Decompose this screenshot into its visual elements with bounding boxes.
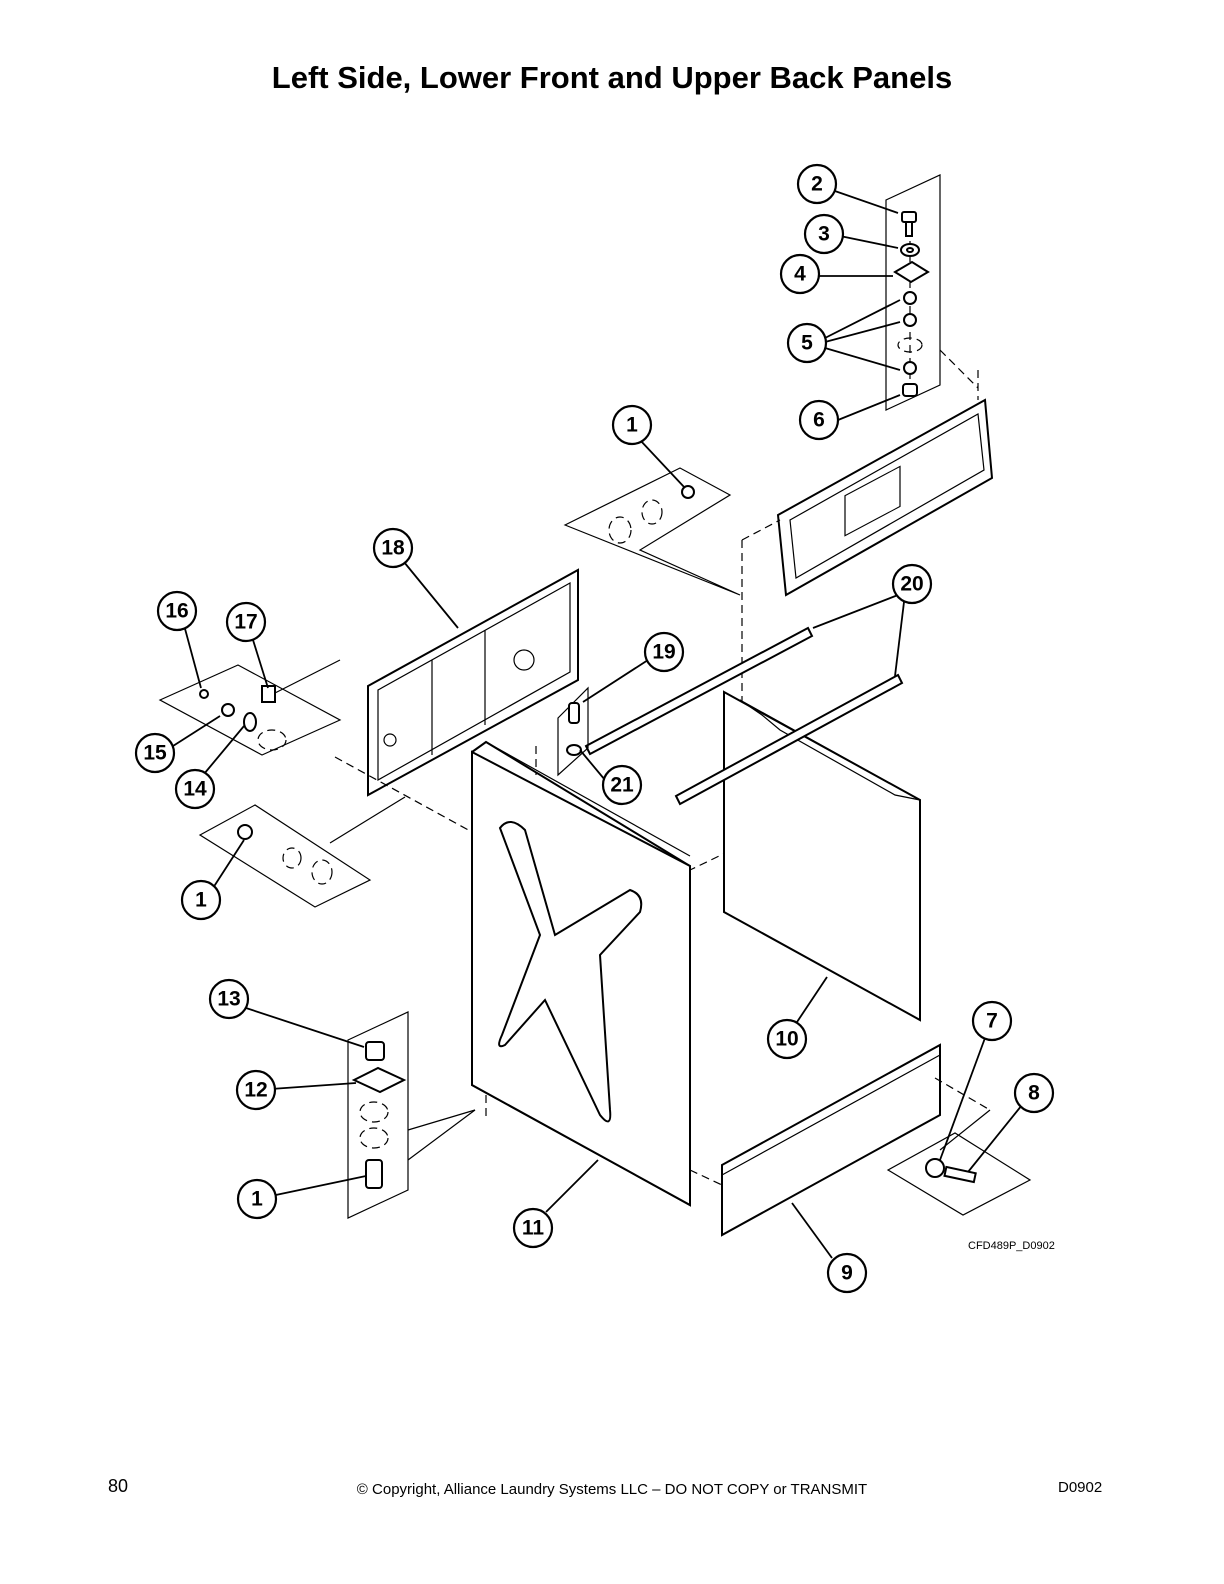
callout-8: 8 bbox=[1013, 1072, 1055, 1114]
callout-9: 9 bbox=[826, 1252, 868, 1294]
lower-front-panel bbox=[689, 1043, 941, 1237]
drawing-code: CFD489P_D0902 bbox=[968, 1240, 1055, 1252]
svg-text:18: 18 bbox=[381, 537, 405, 560]
callout-19: 19 bbox=[643, 631, 685, 673]
svg-text:20: 20 bbox=[900, 573, 923, 596]
callout-10: 10 bbox=[766, 1018, 808, 1060]
svg-text:16: 16 bbox=[165, 600, 188, 623]
callout-3: 3 bbox=[803, 213, 845, 255]
callout-13: 13 bbox=[208, 978, 250, 1020]
callout-1-top: 1 bbox=[611, 404, 653, 446]
callout-4: 4 bbox=[779, 253, 821, 295]
callout-21: 21 bbox=[601, 764, 643, 806]
hardware-inset-leveling bbox=[347, 1011, 487, 1219]
svg-text:1: 1 bbox=[626, 414, 638, 437]
leader-lines bbox=[172, 189, 1023, 1259]
callout-17: 17 bbox=[225, 601, 267, 643]
callout-6: 6 bbox=[798, 399, 840, 441]
hardware-inset-mid-left bbox=[198, 796, 406, 908]
svg-text:21: 21 bbox=[610, 774, 634, 797]
rear-panel bbox=[723, 690, 921, 1022]
svg-text:6: 6 bbox=[813, 409, 825, 432]
left-side-panel bbox=[471, 740, 691, 1207]
callout-5: 5 bbox=[786, 322, 828, 364]
svg-text:1: 1 bbox=[251, 1188, 263, 1211]
svg-text:1: 1 bbox=[195, 889, 207, 912]
svg-text:19: 19 bbox=[652, 641, 675, 664]
callout-1-mid: 1 bbox=[180, 879, 222, 921]
svg-text:11: 11 bbox=[522, 1217, 545, 1240]
callout-12: 12 bbox=[235, 1069, 277, 1111]
copyright-notice: © Copyright, Alliance Laundry Systems LL… bbox=[356, 1481, 868, 1498]
callout-14: 14 bbox=[174, 768, 216, 810]
svg-text:17: 17 bbox=[234, 611, 257, 634]
svg-text:9: 9 bbox=[841, 1262, 853, 1285]
callout-18: 18 bbox=[372, 527, 414, 569]
callout-2: 2 bbox=[796, 163, 838, 205]
callout-16: 16 bbox=[156, 590, 198, 632]
hardware-inset-upper-back bbox=[885, 174, 979, 411]
page-title: Left Side, Lower Front and Upper Back Pa… bbox=[271, 60, 953, 95]
hardware-inset-front bbox=[886, 1077, 1032, 1216]
callout-20: 20 bbox=[891, 563, 933, 605]
svg-text:8: 8 bbox=[1028, 1082, 1040, 1105]
svg-text:10: 10 bbox=[775, 1028, 798, 1051]
bracket-panel bbox=[334, 568, 579, 833]
svg-text:13: 13 bbox=[217, 988, 240, 1011]
svg-text:3: 3 bbox=[818, 223, 830, 246]
svg-text:7: 7 bbox=[986, 1010, 998, 1033]
svg-text:4: 4 bbox=[794, 263, 806, 286]
svg-text:2: 2 bbox=[811, 173, 823, 196]
callout-15: 15 bbox=[134, 732, 176, 774]
svg-text:12: 12 bbox=[244, 1079, 267, 1102]
document-code: D0902 bbox=[1058, 1479, 1103, 1496]
callout-7: 7 bbox=[971, 1000, 1013, 1042]
svg-text:5: 5 bbox=[801, 332, 813, 355]
svg-text:14: 14 bbox=[183, 778, 207, 801]
svg-text:15: 15 bbox=[143, 742, 167, 765]
hardware-inset-top-center bbox=[563, 467, 741, 596]
hardware-inset-left bbox=[158, 659, 342, 756]
straps bbox=[584, 626, 904, 806]
callout-1-bottom: 1 bbox=[236, 1178, 278, 1220]
callout-11: 11 bbox=[512, 1207, 554, 1249]
page-number: 80 bbox=[108, 1476, 129, 1496]
hardware-inset-19-21 bbox=[535, 686, 589, 777]
